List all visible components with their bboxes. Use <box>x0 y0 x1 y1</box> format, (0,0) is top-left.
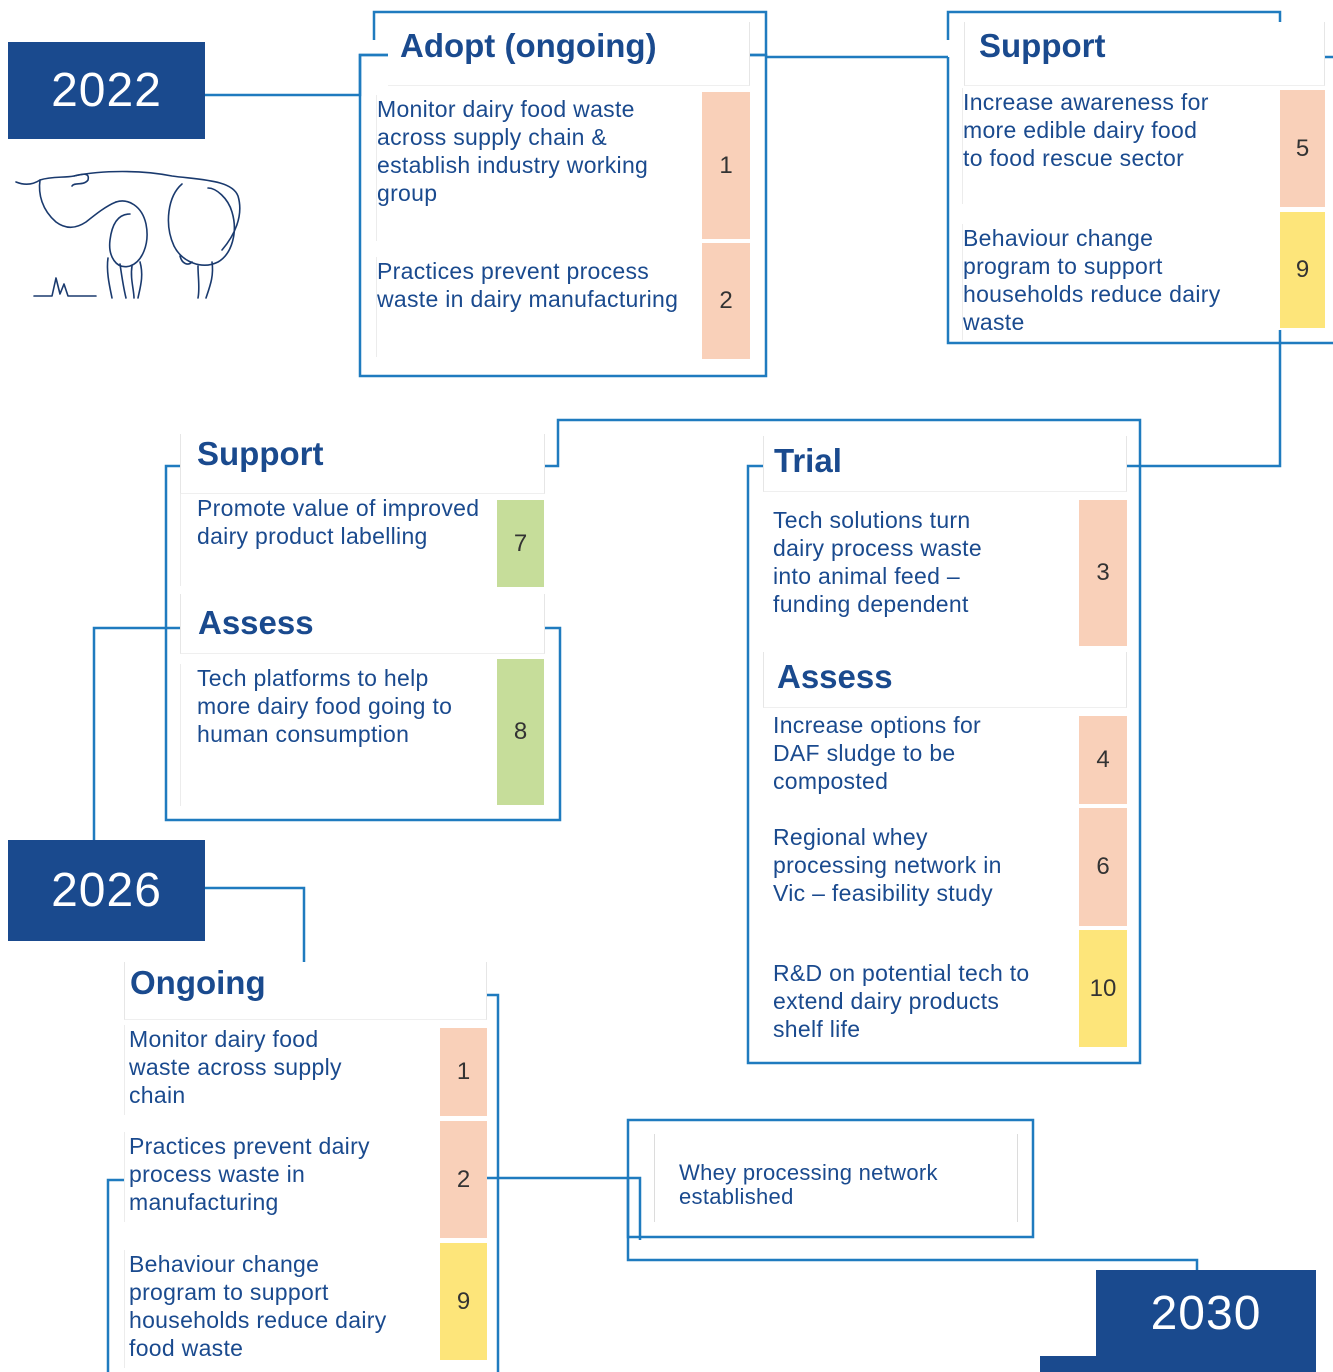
year-2030-box: 2030 <box>1096 1270 1316 1356</box>
trial-heading: Trial <box>763 436 1127 492</box>
assess-left-item-8-text: Tech platforms to help more dairy food g… <box>180 664 480 806</box>
trial-item-3-number: 3 <box>1079 500 1127 646</box>
assess-right-item-6-number: 6 <box>1079 808 1127 926</box>
adopt-item-1-number: 1 <box>702 92 750 239</box>
adopt-item-1-text: Monitor dairy food waste across supply c… <box>376 95 696 241</box>
cow-line-drawing-icon <box>15 170 241 299</box>
assess-right-heading: Assess <box>763 652 1127 708</box>
adopt-item-2-number: 2 <box>702 243 750 359</box>
assess-right-item-4-number: 4 <box>1079 716 1127 804</box>
year-2022-label: 2022 <box>51 64 162 117</box>
assess-left-heading: Assess <box>180 594 545 654</box>
support-top-item-9-text: Behaviour change program to support hous… <box>962 224 1222 340</box>
year-2026-box: 2026 <box>8 840 205 941</box>
adopt-heading: Adopt (ongoing) <box>388 22 750 86</box>
adopt-item-2-text: Practices prevent process waste in dairy… <box>376 257 696 357</box>
year-2026-label: 2026 <box>51 864 162 917</box>
support-top-item-5-number: 5 <box>1280 90 1325 207</box>
adopt-title: Adopt (ongoing) <box>400 27 657 64</box>
year-2022-box: 2022 <box>8 42 205 139</box>
outcome-box: Whey processing network established <box>654 1134 1018 1222</box>
trial-item-3-text: Tech solutions turn dairy process waste … <box>773 507 982 617</box>
ongoing-item-9-number: 9 <box>440 1243 487 1360</box>
trial-title: Trial <box>774 442 842 479</box>
support-top-heading: Support <box>964 22 1325 86</box>
support-top-title: Support <box>979 27 1106 64</box>
assess-left-item-8-number: 8 <box>497 659 544 805</box>
assess-right-item-6-text: Regional whey processing network in Vic … <box>773 824 1002 906</box>
ongoing-title: Ongoing <box>130 964 266 1001</box>
assess-left-title: Assess <box>198 604 314 641</box>
ongoing-item-2-number: 2 <box>440 1121 487 1238</box>
year-2030-label: 2030 <box>1150 1286 1262 1340</box>
ongoing-item-1-number: 1 <box>440 1028 487 1116</box>
ongoing-item-2-text: Practices prevent dairy process waste in… <box>124 1132 384 1222</box>
support-mid-title: Support <box>197 435 324 472</box>
support-mid-heading: Support <box>180 434 545 494</box>
support-mid-item-7-text: Promote value of improved dairy product … <box>180 494 480 586</box>
outcome-text: Whey processing network established <box>679 1160 938 1209</box>
ongoing-heading: Ongoing <box>124 962 487 1020</box>
ongoing-item-9-text: Behaviour change program to support hous… <box>124 1250 394 1368</box>
assess-right-title: Assess <box>777 658 893 695</box>
assess-right-item-10-number: 10 <box>1079 930 1127 1047</box>
year-2030-base <box>1040 1356 1316 1372</box>
support-top-item-5-text: Increase awareness for more edible dairy… <box>962 88 1212 204</box>
support-mid-item-7-number: 7 <box>497 500 544 587</box>
support-top-item-9-number: 9 <box>1280 212 1325 328</box>
assess-right-item-10-text: R&D on potential tech to extend dairy pr… <box>773 960 1030 1042</box>
ongoing-item-1-text: Monitor dairy food waste across supply c… <box>124 1025 384 1115</box>
assess-right-item-4-text: Increase options for DAF sludge to be co… <box>773 712 982 794</box>
